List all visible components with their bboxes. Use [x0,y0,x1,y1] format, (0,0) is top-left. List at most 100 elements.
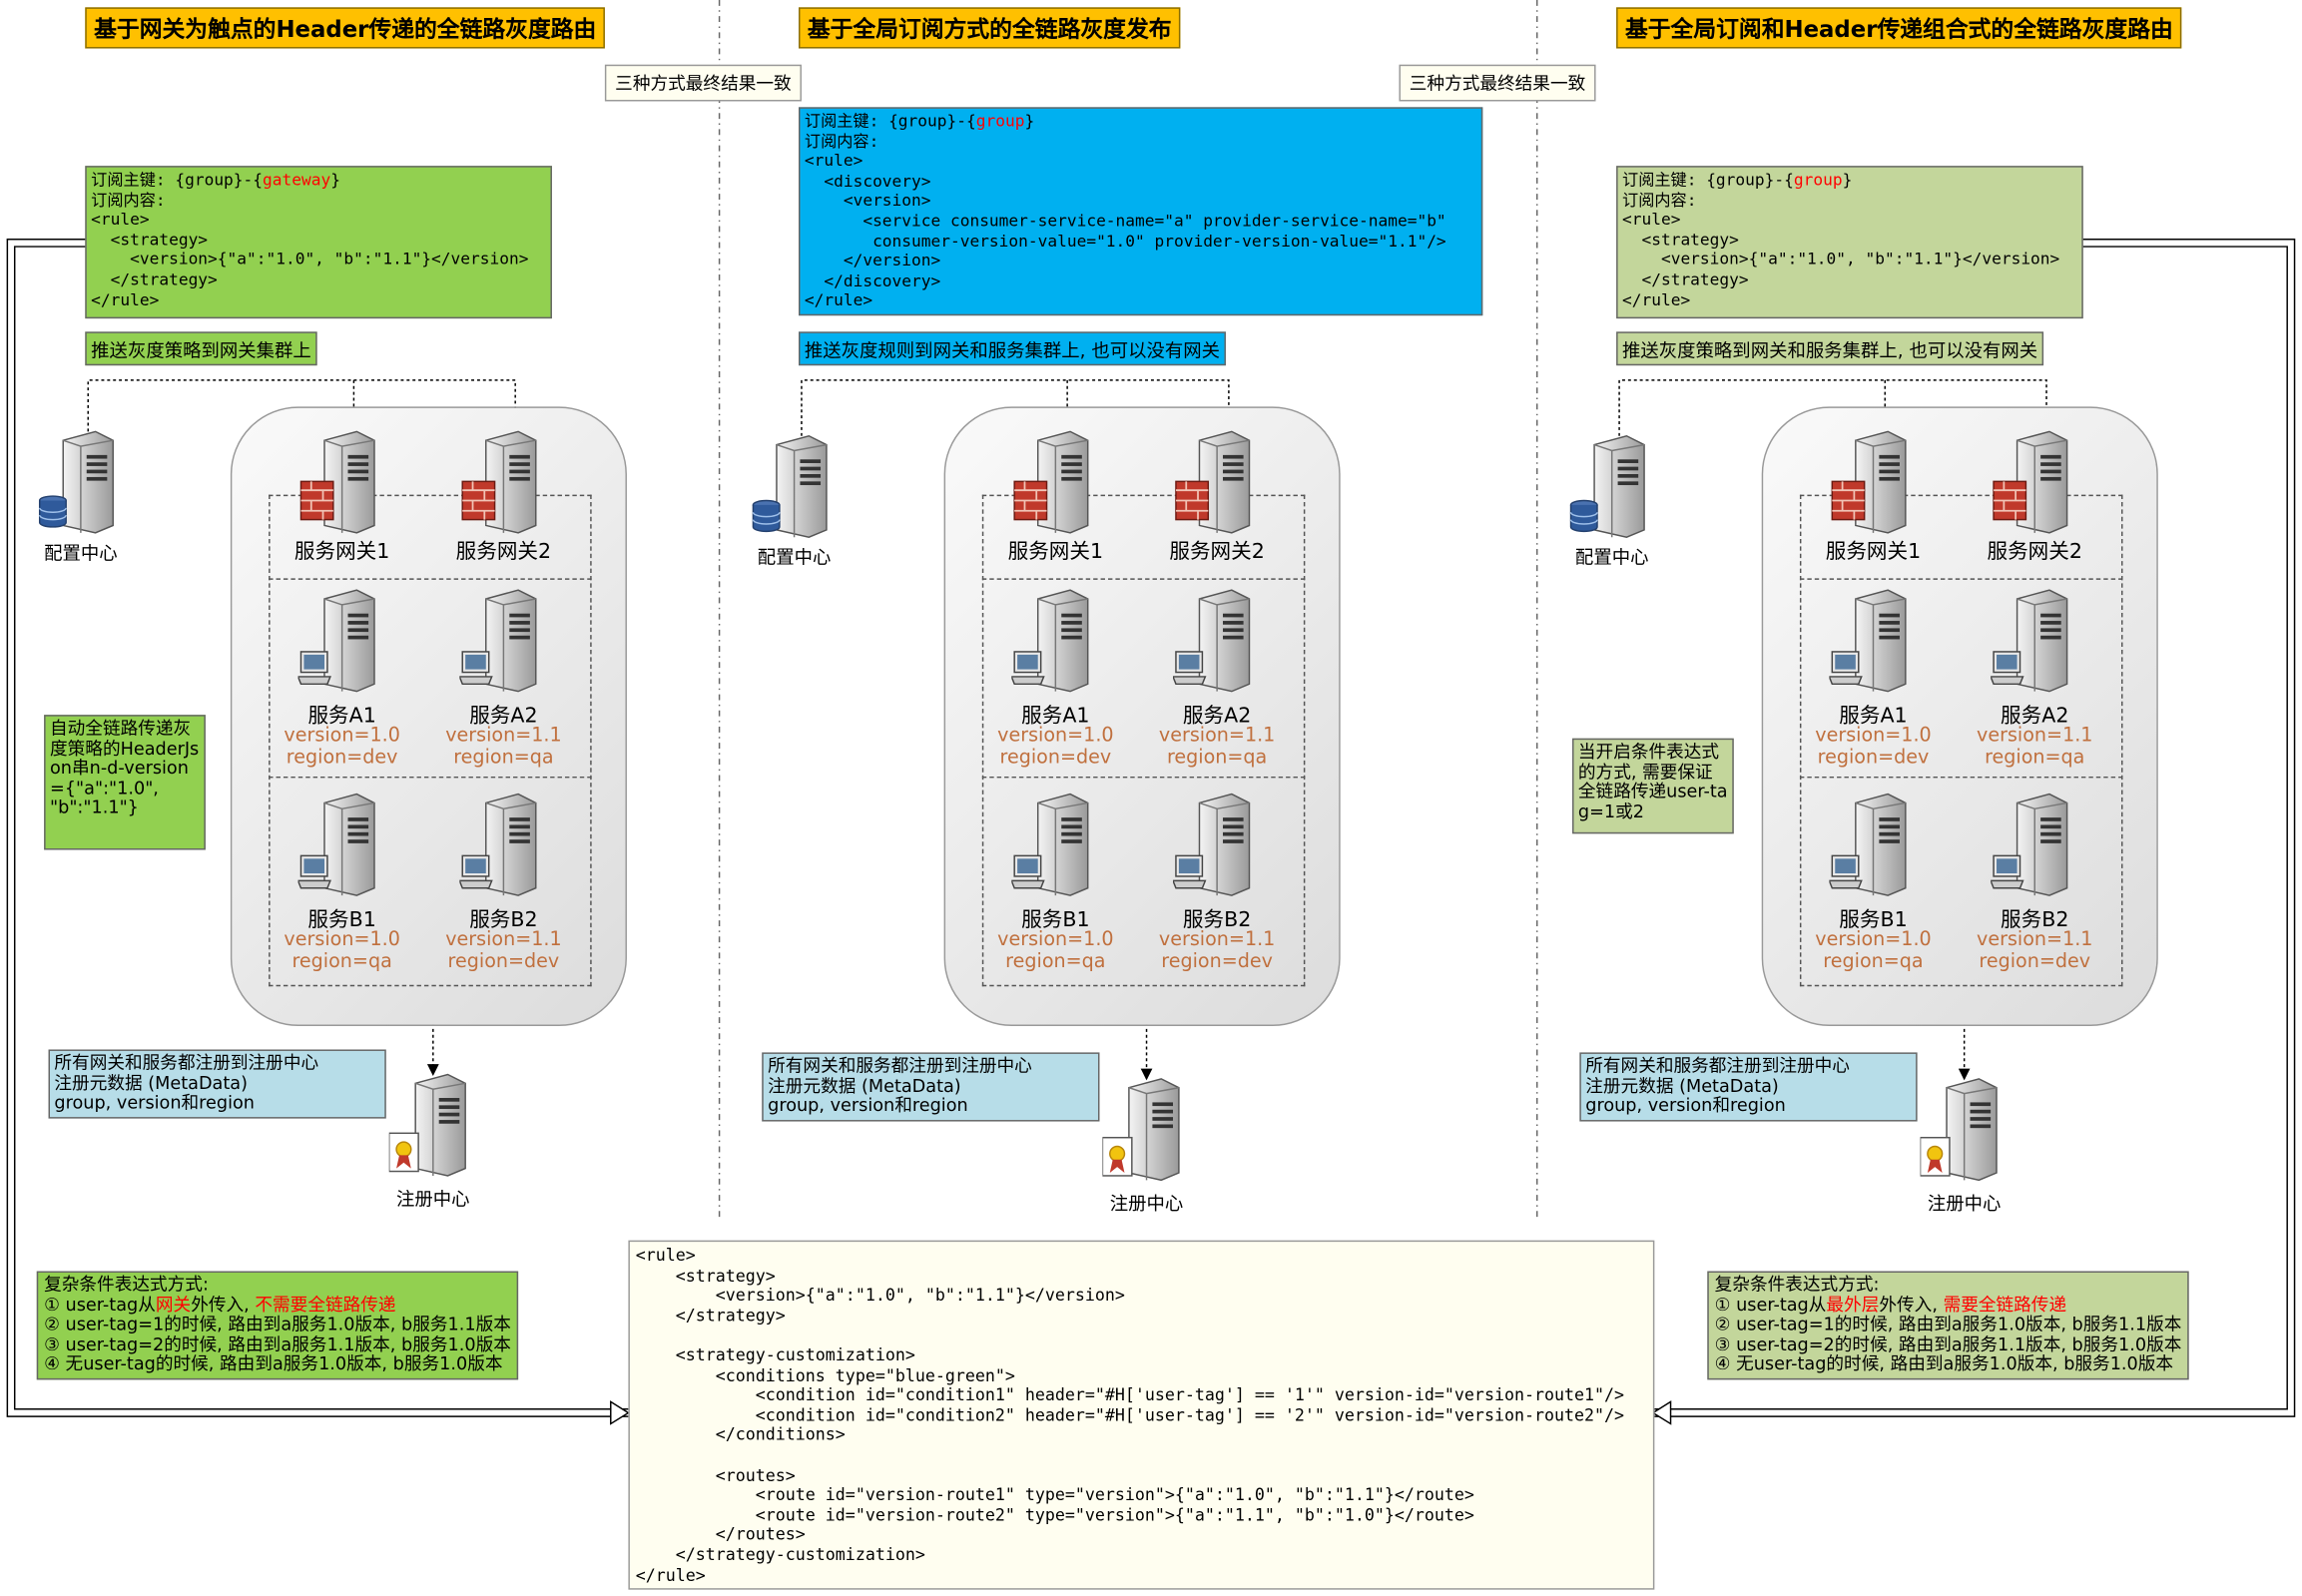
rule-line: <rule> [804,151,863,171]
cond-highlight: 需要全链路传递 [1943,1294,2067,1315]
xml-rule-line [636,1327,1647,1346]
key-highlight: group [975,111,1025,131]
cluster-dashed-region [269,494,592,987]
registry-note-line: 注册元数据 (MetaData) [54,1072,249,1093]
gateway-label: 服务网关1 [1825,540,1922,564]
conditions-heading: 复杂条件表达式方式: [1714,1274,1880,1296]
conditions-line: ④ 无user-tag的时候, 路由到a服务1.0版本, b服务1.0版本 [1714,1352,2174,1374]
config-center-label: 配置中心 [44,541,118,564]
service-name: 服务A2 [1182,704,1252,729]
registry-note-line: group, version和region [1585,1095,1786,1116]
gateway-server-icon [1991,428,2078,540]
key-prefix: 订阅主键: {group}-{ [1622,170,1794,190]
service-version: version=1.0 [997,725,1114,748]
config-center-server-icon [750,433,838,545]
service-region: region=qa [1985,747,2085,770]
rule-line: </rule> [804,290,873,310]
cluster-divider [981,578,1306,580]
cond-text: 外传入, [1879,1294,1944,1315]
gateway-server-icon [1011,428,1099,540]
rule-line: </rule> [91,289,160,309]
service-version: version=1.1 [1158,725,1276,748]
subscription-rule-box: 订阅主键: {group}-{group} 订阅内容:<rule> <strat… [1616,166,2083,319]
cluster-dashed-region [1799,494,2123,987]
service-version: version=1.1 [445,928,562,951]
service-region: region=qa [1005,950,1106,974]
registry-note-line: group, version和region [768,1095,968,1116]
service-name: 服务A1 [1021,704,1090,729]
gateway-label: 服务网关2 [455,540,552,564]
service-server-icon [1828,587,1917,699]
gateway-server-icon [298,428,386,540]
conditions-line: ③ user-tag=2的时候, 路由到a服务1.1版本, b服务1.0版本 [1714,1333,2182,1354]
xml-rule-line: </strategy> [635,1306,786,1326]
rule-line: </version> [804,251,941,270]
service-region: region=dev [1979,950,2091,974]
service-version: version=1.0 [1815,725,1932,748]
service-region: region=dev [999,747,1112,770]
registry-note-line: 所有网关和服务都注册到注册中心 [1585,1055,1850,1076]
push-label: 推送灰度规则到网关和服务集群上, 也可以没有网关 [799,331,1226,366]
service-name: 服务A2 [469,704,538,729]
cond-text: ① user-tag从 [1714,1294,1827,1315]
registry-note: 所有网关和服务都注册到注册中心注册元数据 (MetaData)group, ve… [1579,1052,1918,1121]
conditions-line: ② user-tag=1的时候, 路由到a服务1.0版本, b服务1.1版本 [44,1314,511,1334]
service-cluster [1761,406,2158,1026]
registry-note-line: 所有网关和服务都注册到注册中心 [54,1052,319,1074]
registry-center-server-icon [1919,1076,2009,1188]
side-note: 自动全链路传递灰度策略的HeaderJson串n-d-version={"a":… [44,715,206,850]
panel-title: 基于全局订阅和Header传递组合式的全链路灰度路由 [1616,7,2182,49]
rule-line: <rule> [1622,210,1681,230]
key-suffix: } [1024,111,1035,131]
rule-line: consumer-version-value="1.0" provider-ve… [804,231,1446,251]
service-region: region=qa [1823,950,1924,974]
cluster-divider [269,776,592,779]
service-server-icon [458,792,547,903]
key-prefix: 订阅主键: {group}-{ [91,170,264,190]
service-name: 服务A1 [307,704,376,729]
gateway-label: 服务网关1 [1007,540,1104,564]
service-region: region=dev [1161,950,1273,974]
service-name: 服务B2 [2001,908,2069,932]
service-version: version=1.1 [1977,928,2093,951]
service-name: 服务B1 [307,908,376,932]
xml-rule-line: <strategy-customization> [635,1345,915,1365]
service-name: 服务B2 [469,908,538,932]
cond-text: ① user-tag从 [44,1294,156,1315]
gateway-label: 服务网关1 [293,540,390,564]
gateway-label: 服务网关2 [1987,540,2082,564]
xml-rule-line: </strategy-customization> [635,1545,925,1565]
registry-note: 所有网关和服务都注册到注册中心注册元数据 (MetaData)group, ve… [48,1049,386,1118]
service-server-icon [458,587,547,699]
service-region: region=qa [291,950,392,974]
same-result-label: 三种方式最终结果一致 [604,64,802,102]
registry-center-label: 注册中心 [396,1187,470,1210]
service-region: region=dev [286,747,398,770]
cluster-dashed-region [981,494,1306,987]
registry-note: 所有网关和服务都注册到注册中心注册元数据 (MetaData)group, ve… [762,1052,1100,1121]
service-version: version=1.0 [1815,928,1932,951]
service-server-icon [1171,792,1261,903]
service-name: 服务B1 [1839,908,1908,932]
rule-line: <strategy> [1622,230,1739,250]
panel-title: 基于全局订阅方式的全链路灰度发布 [799,7,1181,49]
gateway-server-icon [459,428,547,540]
key-suffix: } [1842,170,1853,190]
rule-line: </strategy> [91,269,218,289]
subscription-key: 订阅主键: {group}-{gateway} [91,171,546,191]
cond-highlight: 网关 [155,1294,192,1315]
xml-rule-line: </rule> [635,1565,706,1585]
cluster-divider [1799,776,2123,779]
config-center-server-icon [37,428,125,540]
service-server-icon [1010,792,1099,903]
subscription-key: 订阅主键: {group}-{group} [1622,171,2077,191]
cluster-divider [981,776,1306,779]
subscription-key: 订阅主键: {group}-{group} [805,112,1477,132]
rule-line: <discovery> [804,171,931,191]
panel-title: 基于网关为触点的Header传递的全链路灰度路由 [85,7,606,49]
rule-line: </strategy> [1622,269,1749,289]
service-region: region=qa [1166,747,1268,770]
key-highlight: group [1793,170,1843,190]
conditions-line: ② user-tag=1的时候, 路由到a服务1.0版本, b服务1.1版本 [1714,1314,2182,1334]
